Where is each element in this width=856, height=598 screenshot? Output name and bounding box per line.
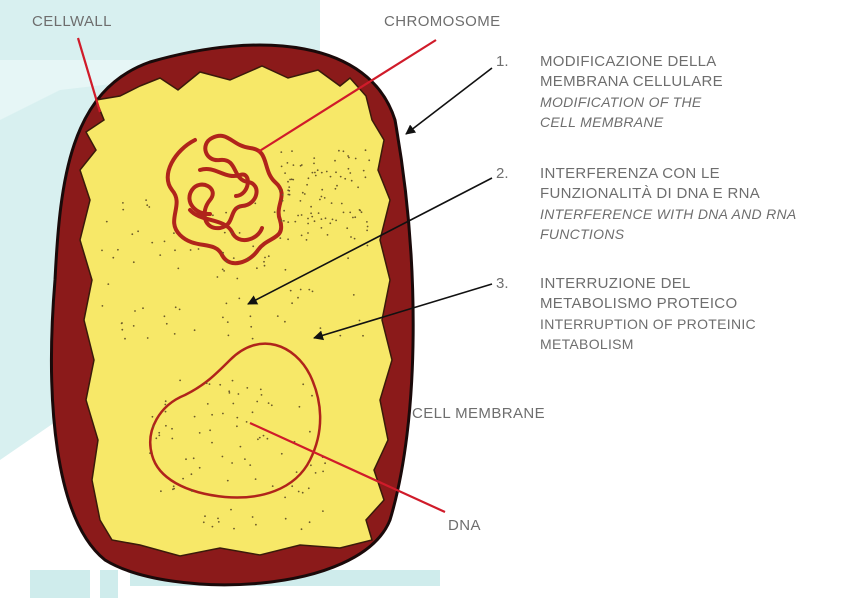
item-3-italian-line-1: INTERRUZIONE DEL: [540, 274, 856, 294]
item-2-italian-line-1: INTERFERENZA CON LE: [540, 164, 856, 184]
item-1-english-line-1: MODIFICATION OF THE: [540, 92, 856, 112]
item-2-english-line-2: FUNCTIONS: [540, 224, 856, 244]
item-3-english-line-1: INTERRUPTION OF PROTEINIC: [540, 314, 856, 334]
cellwall-label: CELLWALL: [32, 12, 112, 32]
item-3-number: 3.: [496, 274, 509, 294]
item-1-english-line-2: CELL MEMBRANE: [540, 112, 856, 132]
item-1-number: 1.: [496, 52, 509, 72]
item-1-italian-line-1: MODIFICAZIONE DELLA: [540, 52, 856, 72]
item-2-english-line-1: INTERFERENCE WITH DNA AND RNA: [540, 204, 856, 224]
item-1-italian-line-2: MEMBRANA CELLULARE: [540, 72, 856, 92]
arrow-1: [406, 68, 492, 134]
cell-membrane-label: CELL MEMBRANE: [412, 404, 545, 424]
item-2-number: 2.: [496, 164, 509, 184]
cytoplasm: [80, 66, 392, 556]
item-3: INTERRUZIONE DEL METABOLISMO PROTEICO IN…: [540, 274, 856, 354]
item-1: MODIFICAZIONE DELLA MEMBRANA CELLULARE M…: [540, 52, 856, 132]
item-3-italian-line-2: METABOLISMO PROTEICO: [540, 294, 856, 314]
chromosome-label: CHROMOSOME: [384, 12, 501, 32]
dna-label: DNA: [448, 516, 481, 536]
item-2-italian-line-2: FUNZIONALITÀ DI DNA E RNA: [540, 184, 856, 204]
item-3-english-line-2: METABOLISM: [540, 334, 856, 354]
item-2: INTERFERENZA CON LE FUNZIONALITÀ DI DNA …: [540, 164, 856, 244]
